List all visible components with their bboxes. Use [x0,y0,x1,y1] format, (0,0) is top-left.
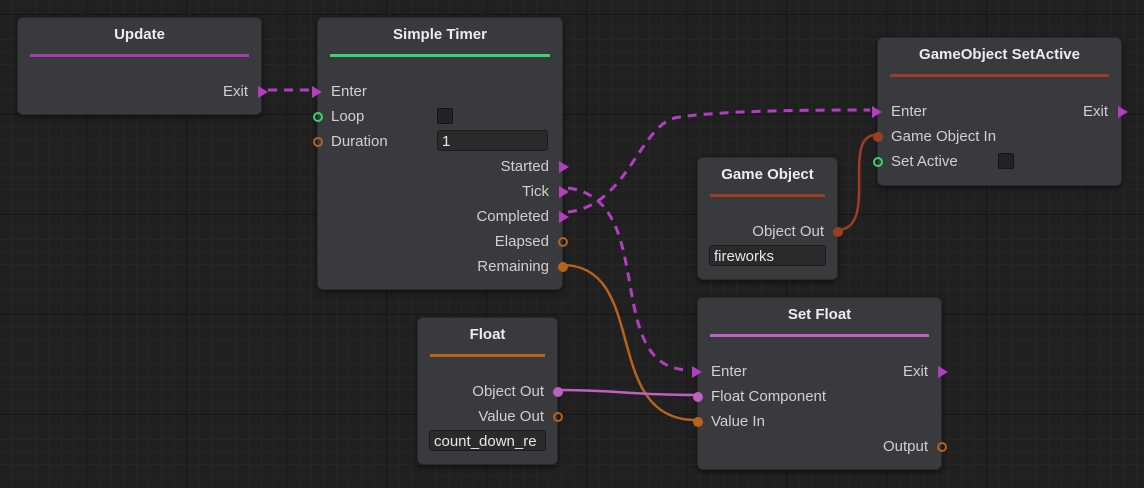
gameobject-setactive-node[interactable]: GameObject SetActive Enter Exit Game Obj… [872,37,1128,186]
node-title: Game Object [721,166,814,183]
object-out-port-row[interactable]: Object Out [752,219,843,244]
output-port-row[interactable]: Output [882,434,947,459]
flow-in-port[interactable] [872,106,882,118]
gameobject-in-port-row[interactable]: Game Object In [873,124,997,149]
set-active-port-row[interactable]: Set Active [873,149,958,174]
title-underline [330,54,550,57]
node-title: Simple Timer [393,26,487,43]
object-out-port-row[interactable]: Object Out [472,379,563,404]
flow-out-port[interactable] [258,86,268,98]
enter-port-row[interactable]: Enter [692,359,747,384]
float-out-port[interactable] [937,442,947,452]
node-title: Update [114,26,165,43]
enter-label: Enter [331,83,367,100]
gameobject-in-label: Game Object In [891,128,997,145]
node-title: GameObject SetActive [919,46,1080,63]
title-underline [710,334,929,337]
float-in-port[interactable] [693,417,703,427]
enter-port-row[interactable]: Enter [872,99,927,124]
exit-port-row[interactable]: Exit [1082,99,1128,124]
started-port-row[interactable]: Started [500,154,569,179]
flow-in-port[interactable] [312,86,322,98]
game-object-node[interactable]: Game Object Object Out fireworks [697,157,843,280]
bool-in-port[interactable] [873,157,883,167]
node-title: Set Float [787,306,852,323]
float-out-port[interactable] [553,412,563,422]
float-component-label: Float Component [711,388,827,405]
float-in-port[interactable] [313,137,323,147]
exit-label: Exit [902,363,928,380]
elapsed-label: Elapsed [494,233,549,250]
tick-port-row[interactable]: Tick [522,179,569,204]
update-node[interactable]: Update Exit [17,17,268,115]
duration-port-row[interactable]: Duration [313,129,388,154]
elapsed-port-row[interactable]: Elapsed [494,229,568,254]
enter-port-row[interactable]: Enter [312,79,367,104]
gameobject-name-input[interactable]: fireworks [709,245,826,266]
loop-label: Loop [331,108,365,125]
title-underline [30,54,249,57]
float-component-port-row[interactable]: Float Component [693,384,827,409]
simple-timer-node[interactable]: Simple Timer Enter Loop Duration 1 Start… [312,17,569,290]
duration-input[interactable]: 1 [437,130,548,151]
exit-port-row[interactable]: Exit [902,359,948,384]
component-in-port[interactable] [693,392,703,402]
exit-port-row[interactable]: Exit [222,79,268,104]
float-node[interactable]: Float Object Out Value Out count_down_re [417,317,563,465]
flow-out-port[interactable] [1118,106,1128,118]
enter-label: Enter [711,363,747,380]
set-active-checkbox[interactable] [998,153,1014,169]
value-in-label: Value In [711,413,765,430]
bool-in-port[interactable] [313,112,323,122]
value-out-label: Value Out [478,408,544,425]
flow-out-port[interactable] [559,161,569,173]
flow-in-port[interactable] [692,366,702,378]
started-label: Started [500,158,549,175]
flow-out-port[interactable] [559,211,569,223]
object-out-label: Object Out [752,223,824,240]
edge-timer-tick-to-setfloat-enter [567,186,691,372]
completed-label: Completed [476,208,549,225]
flow-out-port[interactable] [938,366,948,378]
loop-checkbox[interactable] [437,108,453,124]
loop-port-row[interactable]: Loop [313,104,365,129]
flow-out-port[interactable] [559,186,569,198]
component-out-port[interactable] [553,387,563,397]
title-underline [430,354,545,357]
duration-label: Duration [331,133,388,150]
float-out-port[interactable] [558,237,568,247]
set-active-label: Set Active [891,153,958,170]
edge-timer-remaining-to-setfloat-valuein [561,263,697,422]
gameobject-out-port[interactable] [833,227,843,237]
object-out-label: Object Out [472,383,544,400]
float-name-input[interactable]: count_down_re [429,430,546,451]
title-underline [710,194,825,197]
enter-label: Enter [891,103,927,120]
tick-label: Tick [522,183,549,200]
title-underline [890,74,1109,77]
remaining-port-row[interactable]: Remaining [477,254,568,279]
float-out-port-connected[interactable] [558,262,568,272]
set-float-node[interactable]: Set Float Enter Exit Float Component Val… [692,297,948,470]
gameobject-in-port[interactable] [873,132,883,142]
output-label: Output [882,438,928,455]
remaining-label: Remaining [477,258,549,275]
value-in-port-row[interactable]: Value In [693,409,765,434]
exit-label: Exit [222,83,248,100]
exit-label: Exit [1082,103,1108,120]
edge-float-objectout-to-setfloat-component [555,388,697,397]
node-title: Float [469,326,506,343]
edge-gameobject-out-to-setactive-in [836,133,877,232]
completed-port-row[interactable]: Completed [476,204,569,229]
value-out-port-row[interactable]: Value Out [478,404,563,429]
